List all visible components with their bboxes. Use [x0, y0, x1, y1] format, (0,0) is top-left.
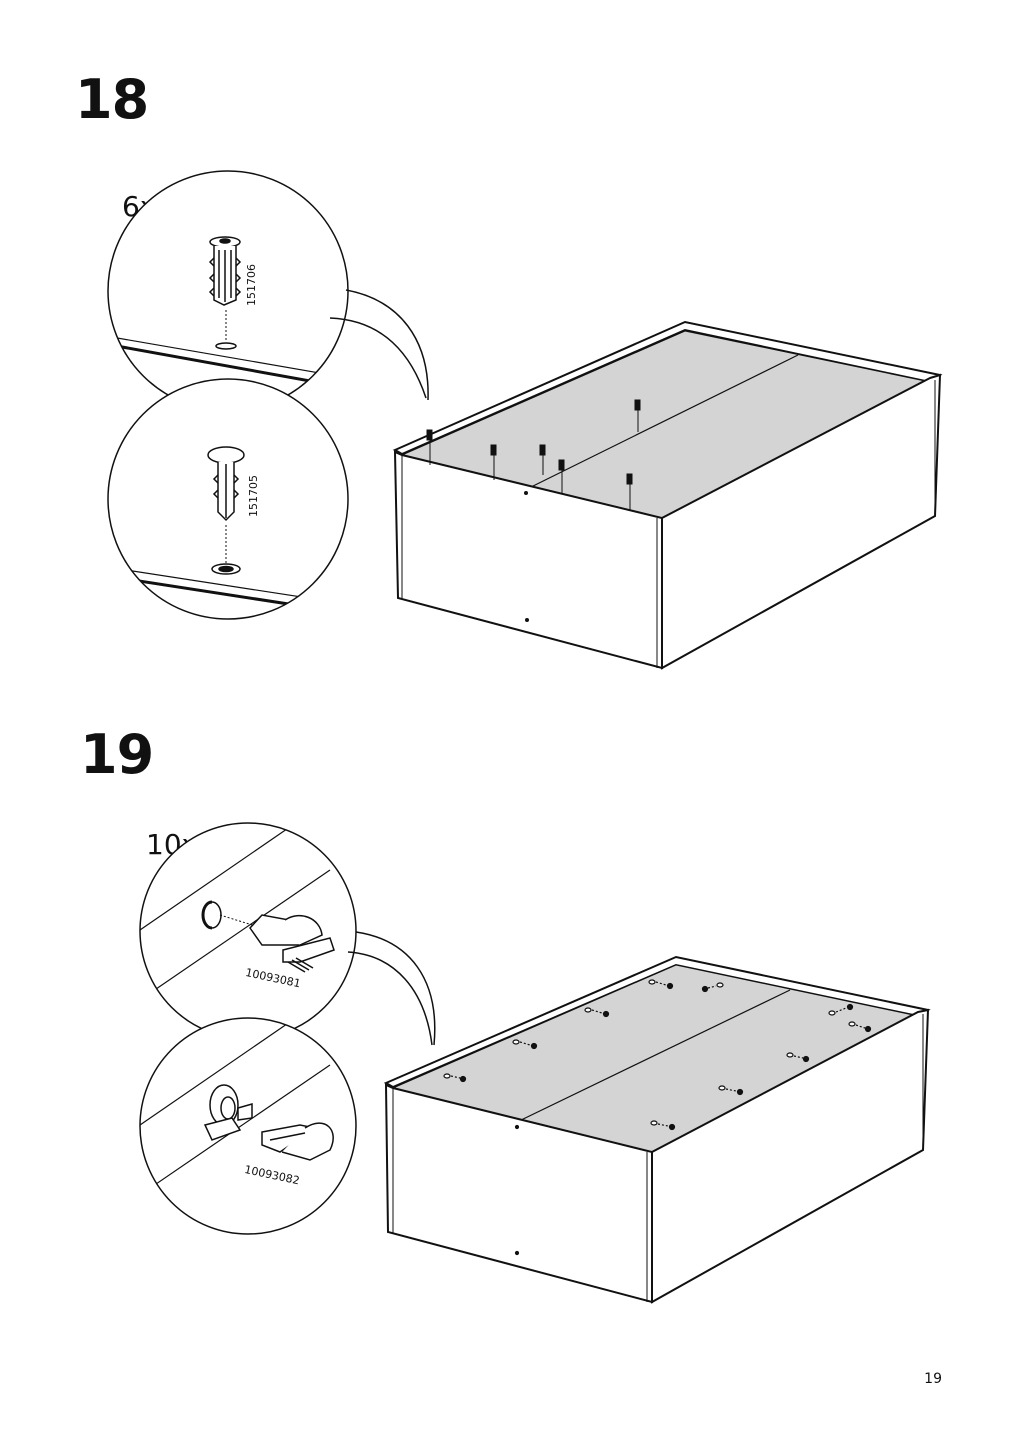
step-18-bed-frame [392, 320, 943, 670]
step-18-callout-line [345, 289, 429, 401]
step-18-detail-top [107, 170, 349, 412]
part-number-151705: 151705 [247, 475, 260, 517]
page-number: 19 [924, 1371, 942, 1387]
step-19-clip-positions [443, 979, 872, 1256]
step-19-detail-bottom [139, 1017, 357, 1235]
step-18-detail-bottom [107, 378, 349, 620]
step-19-bed-frame [383, 955, 931, 1304]
step-18-number: 18 [75, 68, 149, 131]
step-19-callout-line [355, 931, 436, 1046]
step-19-detail-top [139, 822, 357, 1040]
step-18-dowel-positions [426, 399, 641, 622]
part-number-151706: 151706 [245, 264, 258, 306]
step-19-number: 19 [80, 723, 154, 786]
